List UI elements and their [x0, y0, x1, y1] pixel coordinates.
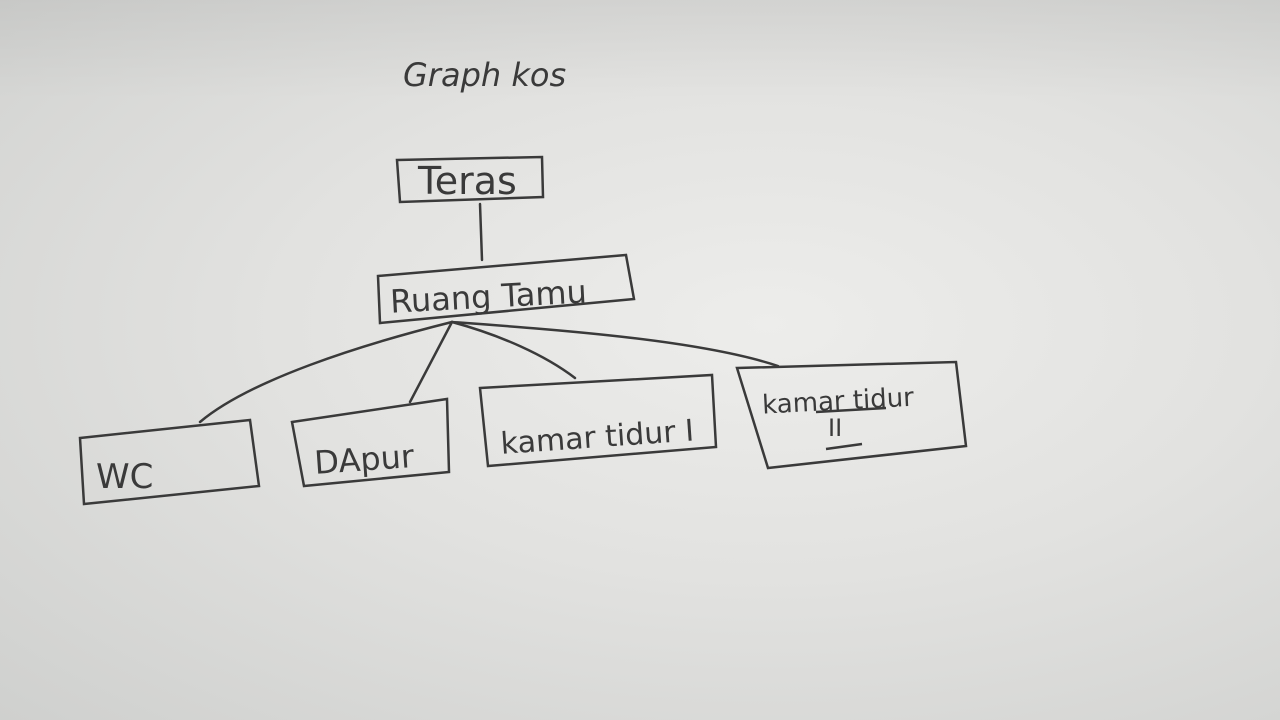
node-label: Teras — [417, 159, 517, 203]
node-box — [395, 155, 545, 204]
node-box — [376, 253, 636, 325]
edge-ruang-tamu-wc — [198, 320, 454, 424]
node-box — [290, 397, 451, 488]
node-label: kamar tidur I — [500, 413, 696, 461]
edge-ruang-tamu-kamar-tidur-1 — [450, 320, 577, 380]
underline — [825, 442, 863, 451]
node-ruang-tamu: Ruang Tamu — [376, 253, 636, 325]
node-label: DApur — [313, 437, 416, 482]
node-box — [478, 373, 718, 468]
underline — [815, 406, 887, 414]
edge-teras-ruang-tamu — [478, 202, 484, 262]
node-teras: Teras — [395, 155, 545, 204]
node-label: WC — [96, 457, 153, 497]
node-box — [78, 418, 261, 506]
node-box — [735, 360, 968, 470]
node-kamar-tidur-1: kamar tidur I — [478, 373, 718, 468]
node-wc: WC — [78, 418, 261, 506]
edge-ruang-tamu-kamar-tidur-2 — [450, 320, 780, 368]
node-sublabel: II — [828, 414, 842, 442]
node-kamar-tidur-2: kamar tidur II — [735, 360, 968, 470]
diagram-title: Graph kos — [403, 56, 566, 94]
node-dapur: DApur — [290, 397, 451, 488]
node-label: Ruang Tamu — [389, 272, 587, 320]
paper-shadow — [0, 0, 1280, 100]
edge-ruang-tamu-dapur — [408, 320, 454, 404]
